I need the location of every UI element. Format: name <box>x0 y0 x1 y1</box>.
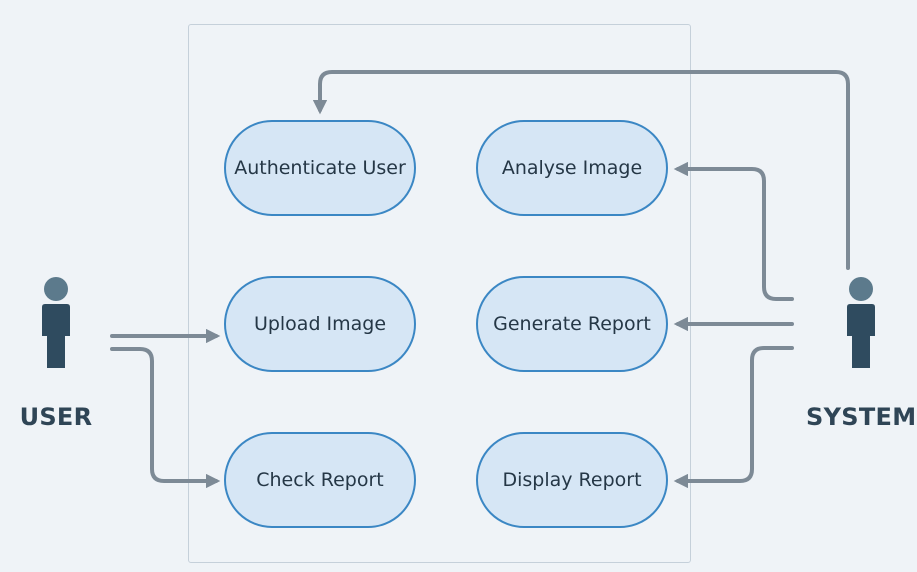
use-case-check-report[interactable]: Check Report <box>224 432 416 528</box>
use-case-authenticate-user[interactable]: Authenticate User <box>224 120 416 216</box>
system-person-icon <box>847 277 875 368</box>
use-case-label: Upload Image <box>253 313 387 335</box>
use-case-label: Display Report <box>502 469 642 491</box>
actor-user[interactable]: USER <box>1 276 111 431</box>
use-case-upload-image[interactable]: Upload Image <box>224 276 416 372</box>
use-case-label: Analyse Image <box>501 157 643 179</box>
use-case-label: Authenticate User <box>234 157 406 179</box>
system-boundary <box>188 24 691 563</box>
actor-system[interactable]: SYSTEM <box>806 276 916 431</box>
actor-label-system: SYSTEM <box>806 403 917 431</box>
use-case-label: Generate Report <box>493 313 651 335</box>
actor-label-user: USER <box>19 403 93 431</box>
use-case-generate-report[interactable]: Generate Report <box>476 276 668 372</box>
user-person-icon <box>42 277 70 368</box>
use-case-display-report[interactable]: Display Report <box>476 432 668 528</box>
use-case-analyse-image[interactable]: Analyse Image <box>476 120 668 216</box>
connector-system-display-report <box>673 346 794 489</box>
use-case-label: Check Report <box>256 469 384 491</box>
connector-system-analyse-image <box>673 161 794 301</box>
connector-system-authenticate-user <box>312 70 850 270</box>
connector-user-check-report <box>110 347 221 489</box>
